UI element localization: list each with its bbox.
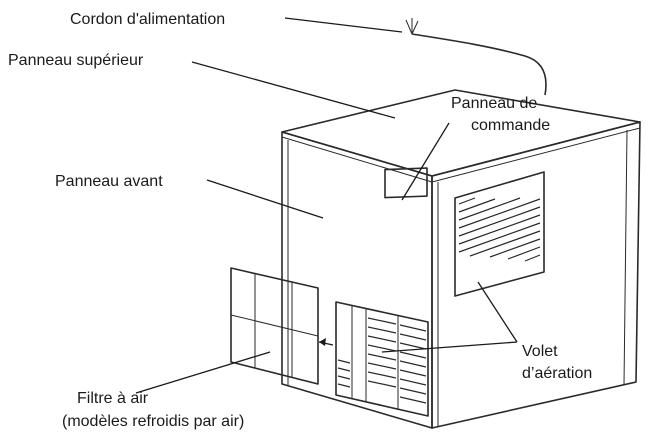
front-louver (335, 301, 429, 417)
air-filter-label-line1: Filtre à air (77, 390, 149, 407)
leader-lines (135, 17, 518, 394)
front-face-shape (281, 131, 433, 429)
louver-label-line1: Volet (522, 343, 558, 360)
air-filter-label-line2: (modèles refroidis par air) (62, 413, 244, 430)
power-cord-label: Cordon d'alimentation (70, 11, 225, 28)
side-face-shape (431, 121, 641, 429)
control-panel-label-line1: Panneau de (451, 95, 537, 112)
control-panel-box (384, 167, 428, 199)
machine-body (281, 89, 641, 429)
top-edge-front (281, 136, 433, 183)
top-panel-label: Panneau supérieur (8, 52, 144, 69)
front-panel-label: Panneau avant (55, 173, 163, 190)
side-louver (454, 171, 545, 297)
top-edge-side (431, 127, 641, 183)
side-corner-post (623, 129, 628, 386)
control-panel-label-line2: commande (471, 117, 550, 134)
louver-label-line2: d’aération (522, 365, 592, 382)
power-cord (405, 18, 547, 96)
insertion-arrow-head (319, 338, 326, 346)
air-filter (230, 267, 334, 385)
